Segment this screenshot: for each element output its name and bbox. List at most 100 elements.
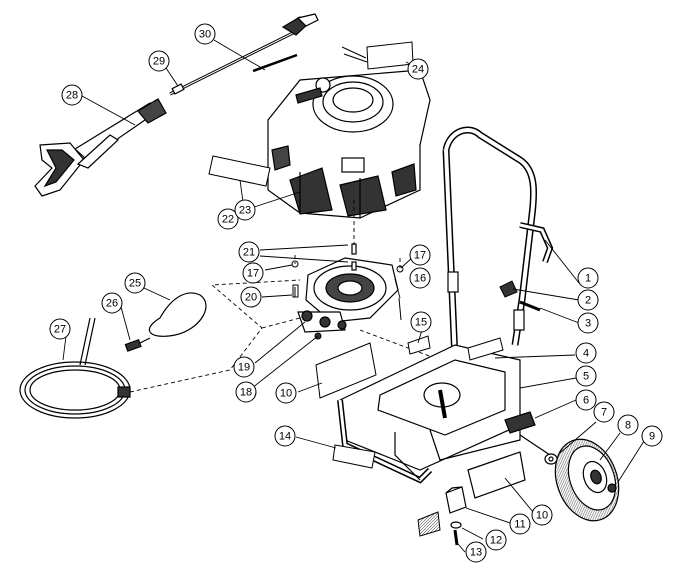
callout-c29: 29 xyxy=(148,50,170,72)
callout-number: 21 xyxy=(243,247,255,259)
callout-circle xyxy=(238,241,260,263)
callout-number: 16 xyxy=(414,273,426,285)
callout-circle xyxy=(101,292,123,314)
pump-assembly xyxy=(297,243,399,333)
callout-circle xyxy=(485,529,507,551)
wheel xyxy=(544,438,620,522)
callout-number: 28 xyxy=(66,90,78,102)
callout-number: 13 xyxy=(470,547,482,559)
callout-c21: 21 xyxy=(238,241,260,263)
callout-circle xyxy=(148,50,170,72)
spark-tag xyxy=(341,41,414,70)
callout-number: 23 xyxy=(239,205,251,217)
callout-number: 29 xyxy=(153,56,165,68)
callout-number: 17 xyxy=(414,250,426,262)
callout-circle xyxy=(235,381,257,403)
callout-number: 6 xyxy=(583,395,589,407)
callout-circle xyxy=(194,23,216,45)
callout-circle xyxy=(577,289,599,311)
callout-c23: 23 xyxy=(234,199,256,221)
callout-circle xyxy=(575,389,597,411)
callout-c24: 24 xyxy=(407,58,429,80)
callout-number: 20 xyxy=(245,292,257,304)
callout-c7: 7 xyxy=(593,401,615,423)
callout-circle xyxy=(233,356,255,378)
callout-c22: 22 xyxy=(217,208,239,230)
callout-circle xyxy=(465,541,487,563)
callout-number: 9 xyxy=(649,431,655,443)
callout-c12: 12 xyxy=(485,529,507,551)
callout-number: 11 xyxy=(514,519,525,531)
callout-number: 10 xyxy=(536,510,548,522)
engine xyxy=(267,69,431,219)
callout-number: 22 xyxy=(222,214,234,226)
callout-circle xyxy=(409,267,431,289)
callout-c5: 5 xyxy=(575,365,597,387)
callout-number: 18 xyxy=(240,387,252,399)
spray-gun xyxy=(34,98,167,197)
callout-circle xyxy=(641,425,663,447)
callout-number: 15 xyxy=(415,317,427,329)
callout-c8: 8 xyxy=(617,414,639,436)
callout-number: 24 xyxy=(412,64,424,76)
callout-c27: 27 xyxy=(49,318,71,340)
callout-number: 7 xyxy=(601,407,607,419)
callout-c16: 16 xyxy=(409,267,431,289)
callout-circle xyxy=(593,401,615,423)
cart-frame xyxy=(337,126,554,499)
callout-circle xyxy=(234,199,256,221)
callout-c13: 13 xyxy=(465,541,487,563)
callout-c15: 15 xyxy=(410,311,432,333)
callout-circle xyxy=(275,382,297,404)
rubber-foot xyxy=(445,486,467,546)
callout-number: 19 xyxy=(238,362,250,374)
callout-circle xyxy=(575,342,597,364)
callout-number: 3 xyxy=(585,318,591,330)
callout-c11: 11 xyxy=(509,513,531,535)
callout-number: 1 xyxy=(585,273,591,285)
callout-circle xyxy=(410,311,432,333)
callout-circle xyxy=(577,267,599,289)
routing-lines xyxy=(129,200,441,393)
callout-number: 5 xyxy=(583,371,589,383)
callout-c14: 14 xyxy=(274,425,296,447)
callout-c30: 30 xyxy=(194,23,216,45)
callout-c17b: 17 xyxy=(242,262,264,284)
callout-circle xyxy=(409,244,431,266)
callout-number: 14 xyxy=(279,431,291,443)
callout-number: 17 xyxy=(247,268,259,280)
callout-c18: 18 xyxy=(235,381,257,403)
callout-number: 4 xyxy=(583,348,589,360)
callout-number: 27 xyxy=(54,324,66,336)
callout-number: 8 xyxy=(625,420,631,432)
callout-c6: 6 xyxy=(575,389,597,411)
callout-c19: 19 xyxy=(233,356,255,378)
callout-c28: 28 xyxy=(61,84,83,106)
handle-knob xyxy=(499,280,541,312)
engine-decal xyxy=(208,155,271,187)
callout-circle xyxy=(242,262,264,284)
callout-c9: 9 xyxy=(641,425,663,447)
callout-circle xyxy=(577,312,599,334)
callout-circle xyxy=(531,504,553,526)
callout-c1: 1 xyxy=(577,267,599,289)
callout-circle xyxy=(575,365,597,387)
callout-circle xyxy=(61,84,83,106)
callout-c17a: 17 xyxy=(409,244,431,266)
callout-circle xyxy=(217,208,239,230)
callout-circle xyxy=(509,513,531,535)
callout-circle xyxy=(617,414,639,436)
callout-circle xyxy=(124,272,146,294)
callout-circle xyxy=(407,58,429,80)
callout-number: 26 xyxy=(106,298,118,310)
callout-c4: 4 xyxy=(575,342,597,364)
frame-decals xyxy=(315,335,504,537)
callout-number: 12 xyxy=(490,535,502,547)
callout-number: 30 xyxy=(199,29,211,41)
callout-c10b: 10 xyxy=(531,504,553,526)
callout-c25: 25 xyxy=(124,272,146,294)
callout-c10a: 10 xyxy=(275,382,297,404)
callout-number: 25 xyxy=(129,278,141,290)
